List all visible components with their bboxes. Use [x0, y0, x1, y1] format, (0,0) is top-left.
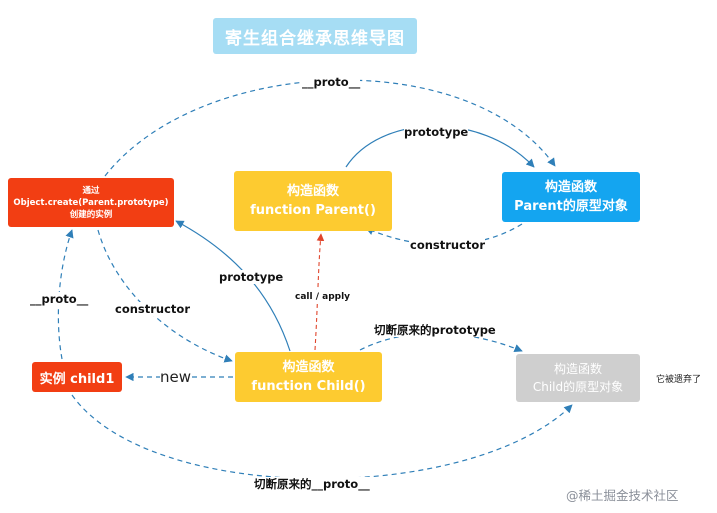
edge-label-constructor-parent: constructor — [410, 238, 485, 252]
abandoned-note: 它被遗弃了 — [656, 375, 702, 385]
object-create-instance-node: 通过 Object.create(Parent.prototype) 创建的实例 — [8, 178, 174, 227]
edge-proto-top — [104, 79, 556, 177]
parent-constructor-line-1: 构造函数 — [286, 184, 339, 199]
diagram-title: 寄生组合继承思维导图 — [213, 18, 417, 54]
child1-instance-node: 实例 child1 — [32, 362, 122, 392]
child-constructor-line-2: function Child() — [251, 379, 366, 394]
object-create-line-1: 通过 — [82, 185, 100, 196]
child-prototype-node: 构造函数 Child的原型对象 — [516, 354, 640, 402]
child-constructor-node: 构造函数 function Child() — [235, 352, 382, 402]
edge-constructor-left — [97, 229, 233, 363]
diagram-title-text: 寄生组合继承思维导图 — [225, 28, 405, 49]
child-prototype-line-1: 构造函数 — [553, 362, 602, 376]
edge-label-new: new — [160, 368, 192, 386]
parent-prototype-line-2: Parent的原型对象 — [514, 199, 628, 214]
edge-label-cut-proto: 切断原来的__proto__ — [254, 477, 370, 491]
child-prototype-line-2: Child的原型对象 — [532, 380, 624, 394]
edge-label-prototype-mid: prototype — [219, 270, 284, 284]
edge-label-proto-top: __proto__ — [302, 75, 361, 89]
edge-prototype-mid — [175, 220, 291, 352]
parent-constructor-node: 构造函数 function Parent() — [234, 171, 392, 231]
parent-prototype-line-1: 构造函数 — [544, 180, 597, 195]
edge-label-constructor-left: constructor — [115, 302, 190, 316]
object-create-line-3: 创建的实例 — [69, 209, 113, 220]
edge-label-cut-prototype: 切断原来的prototype — [374, 323, 496, 337]
edge-call-apply — [314, 233, 325, 351]
child-constructor-line-1: 构造函数 — [282, 360, 335, 375]
parent-prototype-node: 构造函数 Parent的原型对象 — [502, 172, 640, 222]
edge-label-call-apply: call / apply — [295, 290, 351, 304]
object-create-line-2: Object.create(Parent.prototype) — [13, 197, 169, 208]
edge-cut-proto — [71, 394, 573, 480]
edge-label-prototype-top: prototype — [404, 125, 469, 139]
parent-constructor-line-2: function Parent() — [250, 203, 376, 218]
watermark: @稀土掘金技术社区 — [566, 488, 679, 503]
edge-label-proto-left: __proto__ — [30, 292, 89, 306]
child1-instance-label: 实例 child1 — [39, 371, 115, 387]
